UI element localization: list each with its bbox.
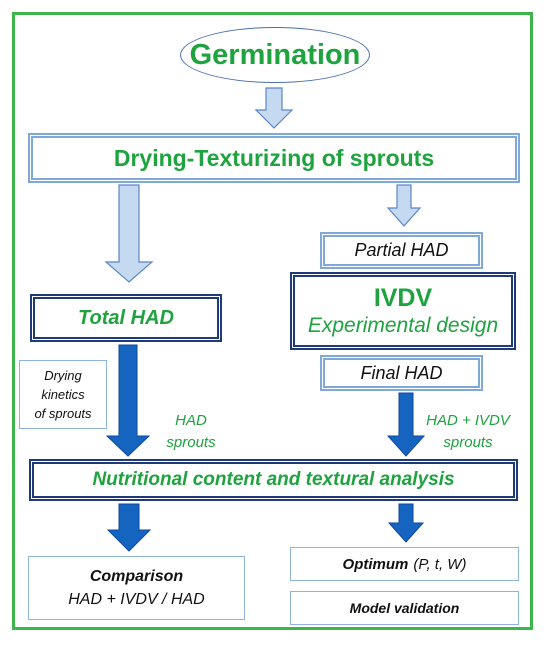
experimental-design-label: Experimental design bbox=[307, 314, 499, 337]
drying-kinetics-note: Drying kinetics of sprouts bbox=[19, 360, 107, 429]
germination-label: Germination bbox=[189, 38, 361, 71]
had-sprouts-line-1: HAD bbox=[175, 412, 207, 429]
drying-texturizing-label: Drying-Texturizing of sprouts bbox=[113, 144, 435, 171]
kinetics-line-3: of sprouts bbox=[34, 406, 92, 421]
had-ivdv-sprouts-line-1: HAD + IVDV bbox=[426, 412, 510, 429]
drying-texturizing-node: Drying-Texturizing of sprouts bbox=[28, 133, 520, 183]
had-sprouts-line-2: sprouts bbox=[166, 434, 216, 451]
optimum-node: Optimum (P, t, W) bbox=[290, 547, 519, 581]
had-sprouts-label: HAD sprouts bbox=[156, 410, 226, 454]
had-ivdv-sprouts-label: HAD + IVDV sprouts bbox=[418, 410, 518, 454]
kinetics-line-1: Drying bbox=[44, 368, 82, 383]
analysis-label: Nutritional content and textural analysi… bbox=[92, 469, 455, 490]
total-had-node: Total HAD bbox=[30, 294, 222, 342]
optimum-title: Optimum bbox=[342, 555, 409, 573]
germination-node: Germination bbox=[180, 27, 370, 83]
partial-had-node: Partial HAD bbox=[320, 232, 483, 269]
model-validation-node: Model validation bbox=[290, 591, 519, 625]
comparison-node: Comparison HAD + IVDV / HAD bbox=[28, 556, 245, 620]
final-had-label: Final HAD bbox=[360, 362, 443, 383]
ivdv-node: IVDV Experimental design bbox=[290, 272, 516, 350]
final-had-node: Final HAD bbox=[320, 355, 483, 391]
total-had-label: Total HAD bbox=[78, 306, 174, 329]
kinetics-line-2: kinetics bbox=[41, 387, 85, 402]
model-validation-label: Model validation bbox=[349, 600, 460, 616]
comparison-title: Comparison bbox=[89, 568, 184, 585]
analysis-node: Nutritional content and textural analysi… bbox=[29, 459, 518, 501]
optimum-params: (P, t, W) bbox=[413, 555, 467, 573]
ivdv-label: IVDV bbox=[373, 284, 433, 312]
comparison-subtitle: HAD + IVDV / HAD bbox=[68, 591, 205, 608]
partial-had-label: Partial HAD bbox=[354, 240, 449, 260]
had-ivdv-sprouts-line-2: sprouts bbox=[443, 434, 493, 451]
